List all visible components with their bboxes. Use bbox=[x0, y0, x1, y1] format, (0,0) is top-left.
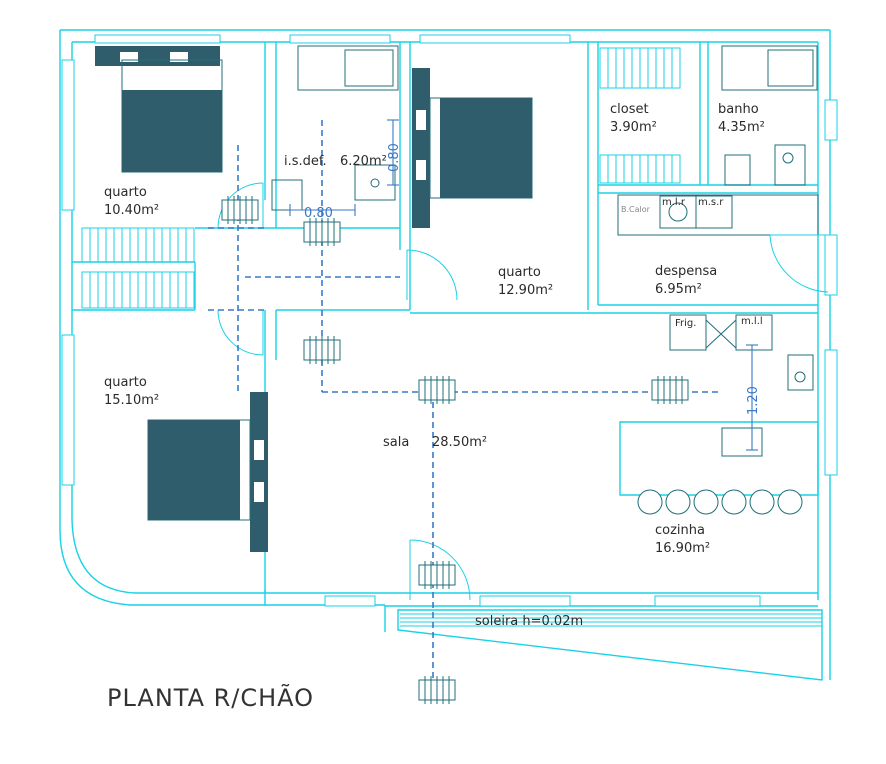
room-name-despensa: despensa bbox=[655, 264, 717, 279]
doors bbox=[217, 182, 829, 601]
appliance-labels: B.Calor m.l.r m.s.r Frig. m.l.l bbox=[621, 197, 763, 329]
dim-080-horizontal: 0.80 bbox=[304, 206, 333, 221]
dimension-labels: 0.80 0.80 1.20 bbox=[304, 143, 761, 415]
room-name-cozinha: cozinha bbox=[655, 523, 705, 538]
label-msr: m.s.r bbox=[698, 197, 724, 208]
wheelchair-icon bbox=[418, 561, 456, 589]
dim-080-vertical: 0.80 bbox=[387, 143, 402, 172]
bed-quarto-2 bbox=[147, 392, 268, 552]
room-area-banho: 4.35m² bbox=[718, 120, 765, 135]
room-name-quarto-1: quarto bbox=[104, 185, 147, 200]
room-area-quarto-3: 12.90m² bbox=[498, 283, 553, 298]
soleira-label: soleira h=0.02m bbox=[475, 614, 583, 629]
room-labels: quarto 10.40m² quarto 15.10m² i.s.def. 6… bbox=[104, 102, 765, 556]
bar-stool bbox=[749, 489, 775, 515]
room-name-closet: closet bbox=[610, 102, 649, 117]
wheelchair-icon bbox=[303, 218, 341, 246]
label-mll: m.l.l bbox=[741, 316, 763, 327]
bed-quarto-1 bbox=[95, 46, 223, 173]
plan-title: PLANTA R/CHÃO bbox=[107, 682, 314, 712]
bathroom-fixtures bbox=[271, 45, 818, 457]
label-frig: Frig. bbox=[675, 318, 696, 329]
room-area-despensa: 6.95m² bbox=[655, 282, 702, 297]
soleira-deck bbox=[397, 609, 823, 681]
room-name-banho: banho bbox=[718, 102, 759, 117]
bar-stool bbox=[665, 489, 691, 515]
bed-quarto-3 bbox=[412, 68, 533, 228]
wheelchair-icon bbox=[303, 336, 341, 364]
label-b-calor: B.Calor bbox=[621, 205, 651, 214]
bar-stool bbox=[721, 489, 747, 515]
label-mlr: m.l.r bbox=[662, 197, 686, 208]
bar-stool bbox=[637, 489, 663, 515]
room-area-quarto-2: 15.10m² bbox=[104, 393, 159, 408]
windows bbox=[61, 34, 838, 607]
room-name-is-def: i.s.def. bbox=[284, 154, 327, 169]
kitchen-fixtures bbox=[617, 194, 819, 515]
wheelchair-icon bbox=[221, 196, 259, 224]
closet-hatch bbox=[81, 47, 681, 309]
room-name-sala: sala bbox=[383, 435, 409, 450]
bar-stool bbox=[693, 489, 719, 515]
bar-stool bbox=[777, 489, 803, 515]
wheelchair-icon bbox=[418, 376, 456, 404]
wheelchair-icon bbox=[651, 376, 689, 404]
room-area-cozinha: 16.90m² bbox=[655, 541, 710, 556]
dim-120: 1.20 bbox=[746, 386, 761, 415]
room-name-quarto-3: quarto bbox=[498, 265, 541, 280]
wheelchair-icon bbox=[418, 676, 456, 704]
interior-walls bbox=[72, 42, 818, 593]
wheelchair-symbols bbox=[221, 196, 689, 704]
room-area-quarto-1: 10.40m² bbox=[104, 203, 159, 218]
room-name-quarto-2: quarto bbox=[104, 375, 147, 390]
room-area-closet: 3.90m² bbox=[610, 120, 657, 135]
room-area-is-def: 6.20m² bbox=[340, 154, 387, 169]
room-area-sala: 28.50m² bbox=[432, 435, 487, 450]
dimension-lines bbox=[289, 119, 758, 451]
